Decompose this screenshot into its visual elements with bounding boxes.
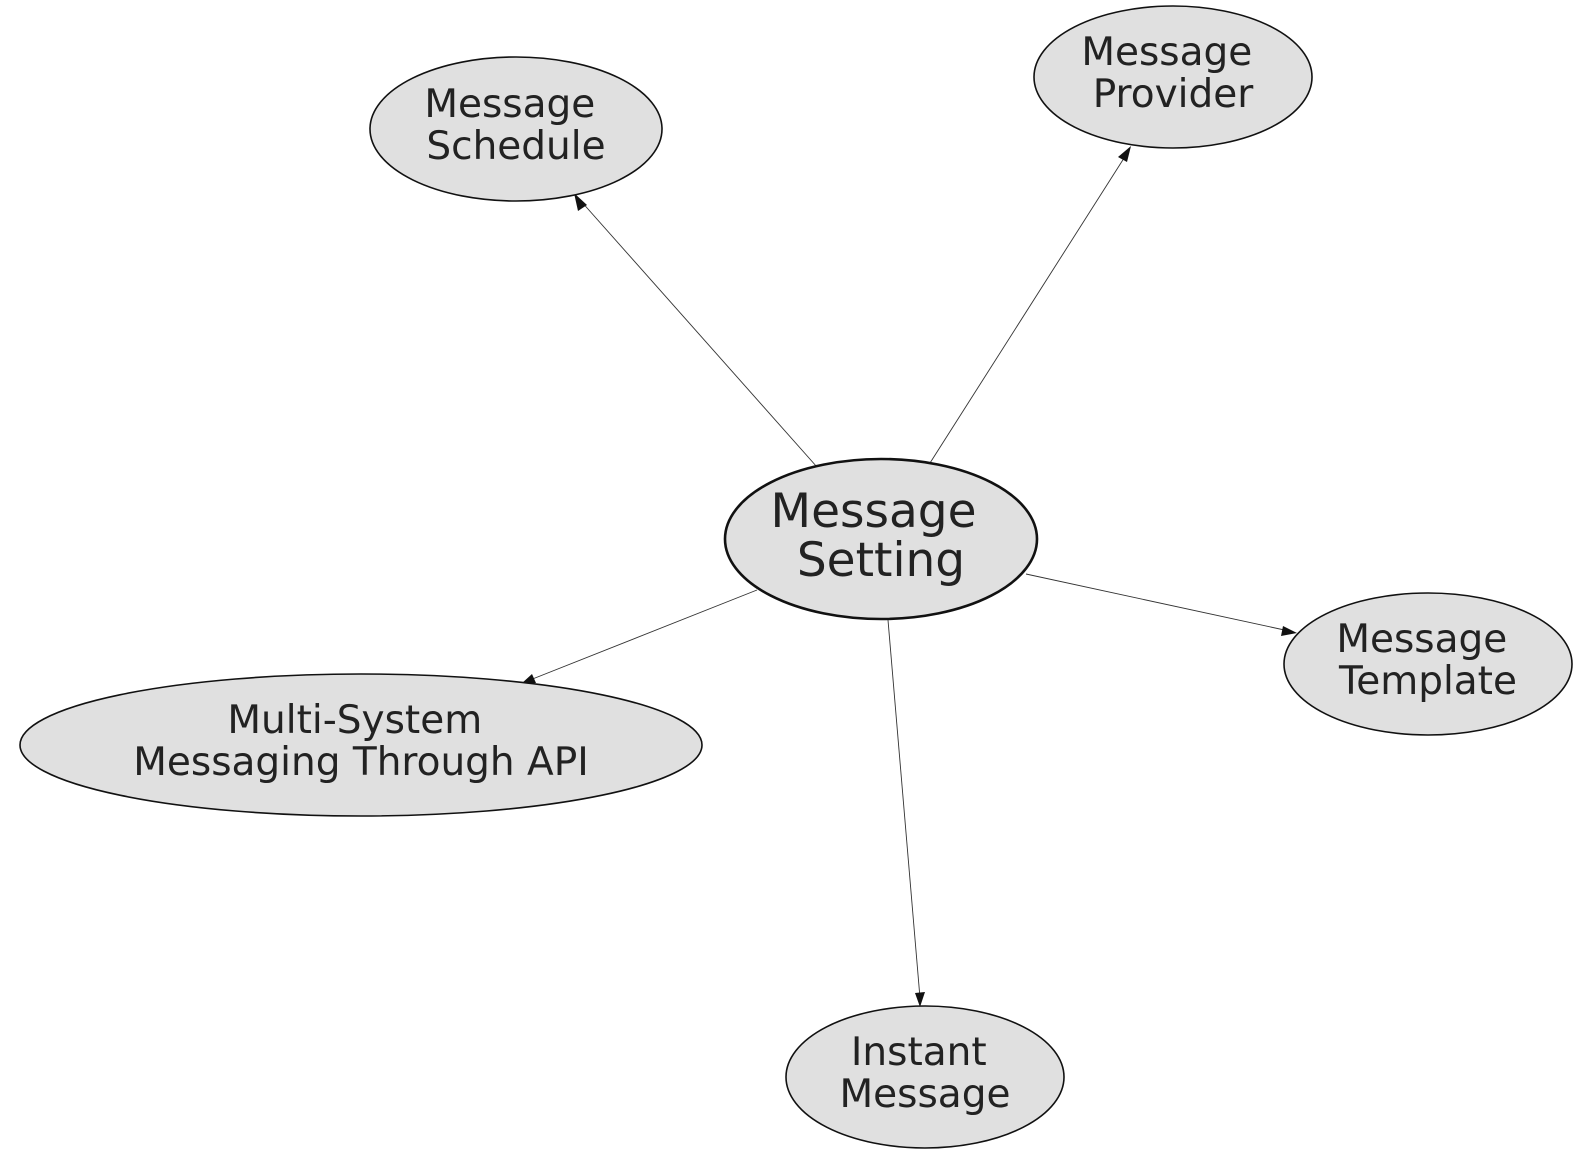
edge-setting-to-schedule [574,193,818,468]
node-instant-message[interactable]: Instant Message [785,1005,1065,1149]
node-label: Instant Message [840,1030,1011,1117]
edge-setting-to-template [1025,573,1297,636]
edge-setting-to-provider [929,146,1131,464]
node-message-template[interactable]: Message Template [1283,592,1573,736]
edge-setting-to-multi-system [521,589,758,684]
node-label: Message Setting [771,484,992,588]
edge-setting-to-instant [887,619,925,1007]
node-label: Message Template [1336,617,1519,704]
node-label: Message Provider [1081,30,1264,117]
node-label: Message Schedule [424,82,607,169]
node-message-provider[interactable]: Message Provider [1033,5,1313,149]
node-multi-system-messaging[interactable]: Multi-System Messaging Through API [19,673,703,817]
edges [521,146,1297,1007]
node-label: Multi-System Messaging Through API [133,698,589,785]
node-message-schedule[interactable]: Message Schedule [369,56,663,202]
node-message-setting[interactable]: Message Setting [723,457,1039,621]
